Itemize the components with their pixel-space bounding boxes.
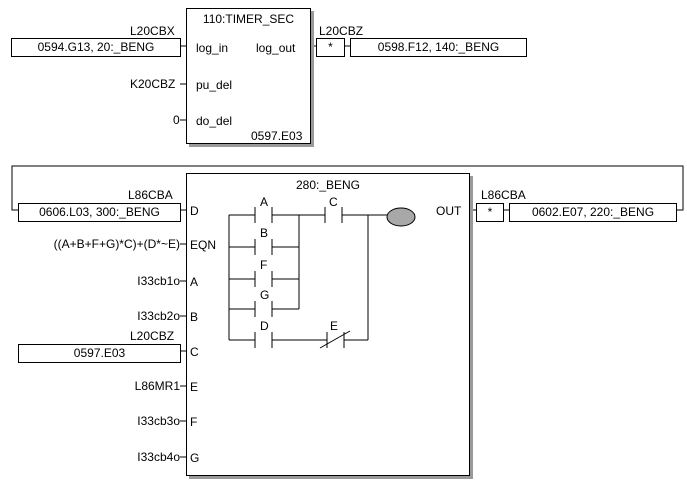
pin-d-value-field[interactable]: 0606.L03, 300:_BENG (18, 203, 181, 222)
pin-f: F (190, 415, 198, 429)
pin-c: C (190, 345, 199, 359)
eqn-expression: ((A+B+F+G)*C)+(D*~E) (53, 237, 180, 251)
pin-g-var-label: I33cb4o (137, 450, 180, 464)
log-in-var-label: L20CBX (130, 24, 175, 38)
log-out-value-field[interactable]: 0598.F12, 140:_BENG (350, 38, 527, 57)
out-var-label: L86CBA (481, 188, 526, 202)
pu-del-var-label: K20CBZ (130, 77, 176, 91)
contact-f-label: F (260, 258, 268, 272)
output-coil (386, 207, 416, 227)
pin-b: B (190, 310, 199, 324)
contact-c-label: C (329, 195, 338, 209)
pin-a: A (190, 275, 199, 289)
logic-function-block[interactable]: 280:_BENG D EQN A B C E F G OUT A B F G … (186, 173, 470, 476)
pin-d: D (190, 204, 199, 218)
log-out-star-box[interactable]: * (316, 38, 345, 57)
log-out-var-label: L20CBZ (319, 24, 364, 38)
log-in-value-field[interactable]: 0594.G13, 20:_BENG (11, 38, 181, 57)
contact-e-negation-slash (319, 330, 351, 349)
pin-do-del: do_del (196, 114, 233, 128)
pin-eqn: EQN (190, 238, 217, 252)
pin-log-out: log_out (256, 41, 296, 55)
contact-g-label: G (260, 288, 270, 302)
pin-a-var-label: I33cb1o (137, 274, 180, 288)
contact-d-label: D (260, 319, 269, 333)
pin-g: G (190, 451, 200, 465)
pin-c-var-label: L20CBZ (130, 329, 175, 343)
contact-b-label: B (260, 226, 269, 240)
timer-block-ref: 0597.E03 (251, 129, 303, 143)
timer-function-block[interactable]: 110:TIMER_SEC log_in pu_del do_del log_o… (186, 8, 311, 144)
out-star-box[interactable]: * (476, 203, 504, 222)
pin-c-value-field[interactable]: 0597.E03 (18, 344, 181, 363)
do-del-value: 0 (173, 113, 180, 127)
out-value-field[interactable]: 0602.E07, 220:_BENG (509, 203, 677, 222)
pin-b-var-label: I33cb2o (137, 309, 180, 323)
pin-pu-del: pu_del (196, 78, 233, 92)
feedback-loop-wire (11, 165, 684, 211)
pin-f-var-label: I33cb3o (137, 414, 180, 428)
pin-d-var-label: L86CBA (128, 188, 173, 202)
logic-block-title: 280:_BENG (295, 178, 361, 192)
contact-a-label: A (260, 195, 269, 209)
pin-e-var-label: L86MR1 (134, 379, 180, 393)
timer-block-title: 110:TIMER_SEC (202, 12, 295, 26)
pin-out: OUT (436, 204, 462, 218)
contact-e-label: E (330, 319, 339, 333)
pin-log-in: log_in (196, 41, 229, 55)
pin-e: E (190, 380, 199, 394)
